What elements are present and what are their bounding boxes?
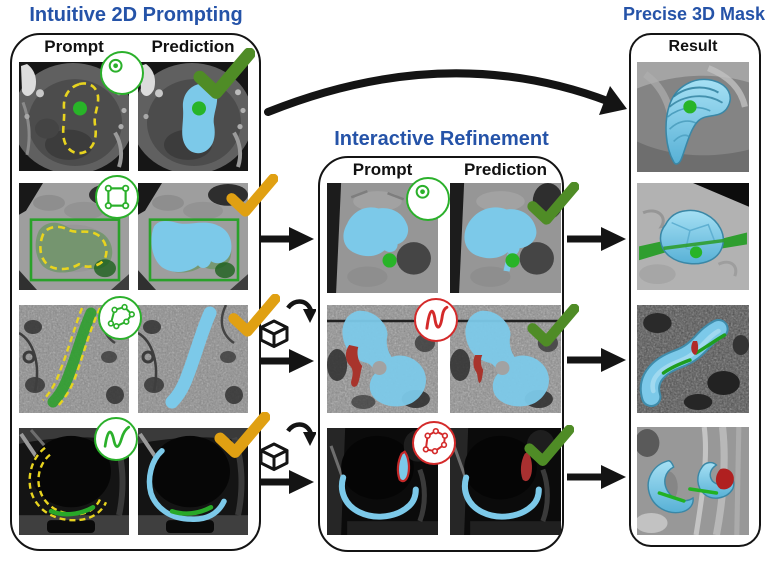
gt-region-tint bbox=[35, 222, 113, 273]
prediction-mask bbox=[461, 474, 542, 520]
3d-mask bbox=[665, 78, 731, 165]
removed-region bbox=[520, 451, 532, 482]
arrow-left-to-middle-row2 bbox=[257, 348, 315, 374]
left-row3-prediction-image bbox=[138, 305, 248, 413]
right-row1-result-image bbox=[637, 62, 749, 172]
point-prompt-icon bbox=[406, 177, 450, 221]
negative-lasso-prompt-icon bbox=[412, 421, 456, 465]
left-panel-title: Intuitive 2D Prompting bbox=[29, 4, 243, 26]
cube-rotate-icon bbox=[258, 294, 317, 348]
prediction-mask bbox=[465, 310, 549, 407]
prediction-mask bbox=[146, 448, 227, 522]
point-prompt-dot bbox=[382, 253, 397, 268]
check-accepted-icon bbox=[527, 181, 580, 228]
right-row4-result-image bbox=[637, 427, 749, 535]
current-mask bbox=[343, 207, 409, 257]
middle-panel-title: Interactive Refinement bbox=[334, 128, 549, 150]
3d-mask bbox=[659, 209, 724, 265]
left-row4-prediction-image bbox=[138, 428, 248, 535]
negative-lasso-region bbox=[396, 450, 411, 483]
right-panel-title: Precise 3D Mask bbox=[622, 4, 766, 24]
bounding-box-prompt-icon bbox=[95, 175, 139, 219]
right-row2-result-image bbox=[637, 183, 749, 290]
middle-col-prompt: Prompt bbox=[352, 160, 413, 179]
check-refine-icon bbox=[214, 411, 271, 460]
arrow-middle-to-right-row1 bbox=[565, 226, 627, 252]
3d-mask-left bbox=[647, 460, 694, 514]
middle-row2-prediction-image bbox=[450, 305, 561, 413]
check-accepted-icon bbox=[524, 424, 575, 469]
scribble-prompt-stroke bbox=[48, 505, 96, 517]
point-prompt-dot bbox=[192, 101, 206, 116]
prediction-mask bbox=[464, 207, 537, 259]
slice-plane bbox=[639, 240, 666, 261]
removed-region bbox=[715, 468, 734, 490]
remaining-negative-region bbox=[473, 355, 484, 383]
arrow-middle-to-right-row3 bbox=[565, 464, 627, 490]
point-prompt-dot bbox=[73, 101, 87, 116]
point-prompt-icon bbox=[100, 51, 144, 95]
negative-scribble-region bbox=[345, 345, 363, 387]
bounding-box-prompt bbox=[148, 218, 240, 282]
current-mask bbox=[342, 310, 426, 407]
right-row3-result-image bbox=[637, 305, 749, 413]
scribble-prompt-stroke bbox=[657, 491, 686, 503]
current-mask bbox=[338, 474, 419, 520]
middle-row3-prediction-image bbox=[450, 428, 561, 535]
bounding-box-prompt bbox=[29, 218, 121, 282]
check-accepted-icon bbox=[193, 47, 256, 102]
middle-row1-prediction-image bbox=[450, 183, 561, 293]
middle-row2-prompt-image bbox=[327, 305, 438, 413]
point-prompt-dot bbox=[505, 253, 520, 268]
prediction-mask bbox=[151, 221, 232, 272]
left-col-prompt: Prompt bbox=[44, 37, 104, 56]
removed-region bbox=[691, 341, 699, 355]
point-prompt-dot bbox=[689, 246, 703, 259]
gt-outline-dashed bbox=[57, 307, 102, 407]
lasso-fill-region bbox=[47, 307, 97, 408]
negative-scribble-prompt-icon bbox=[414, 298, 458, 342]
left-row4-prompt-image bbox=[19, 428, 129, 535]
scribble-prompt-stroke bbox=[661, 358, 692, 375]
prediction-mask bbox=[165, 306, 217, 409]
lasso-prompt-icon bbox=[98, 296, 142, 340]
middle-col-prediction: Prediction bbox=[463, 160, 548, 179]
gt-outline-dashed bbox=[61, 82, 100, 155]
curved-arrow-2d-to-3d bbox=[258, 38, 638, 130]
check-refine-icon bbox=[226, 173, 279, 220]
arrow-left-to-middle-row1 bbox=[257, 226, 315, 252]
point-prompt-dot bbox=[683, 100, 697, 114]
gt-outline-dashed bbox=[28, 446, 108, 522]
cube-rotate-icon bbox=[258, 417, 317, 471]
check-refine-icon bbox=[228, 293, 281, 340]
arrow-middle-to-right-row2 bbox=[565, 347, 627, 373]
check-accepted-icon bbox=[527, 303, 580, 350]
prediction-mask bbox=[182, 83, 218, 154]
arrow-left-to-middle-row3 bbox=[257, 469, 315, 495]
right-col-result: Result bbox=[668, 38, 718, 55]
left-col-prediction: Prediction bbox=[151, 37, 235, 56]
scribble-prompt-icon bbox=[94, 417, 138, 461]
